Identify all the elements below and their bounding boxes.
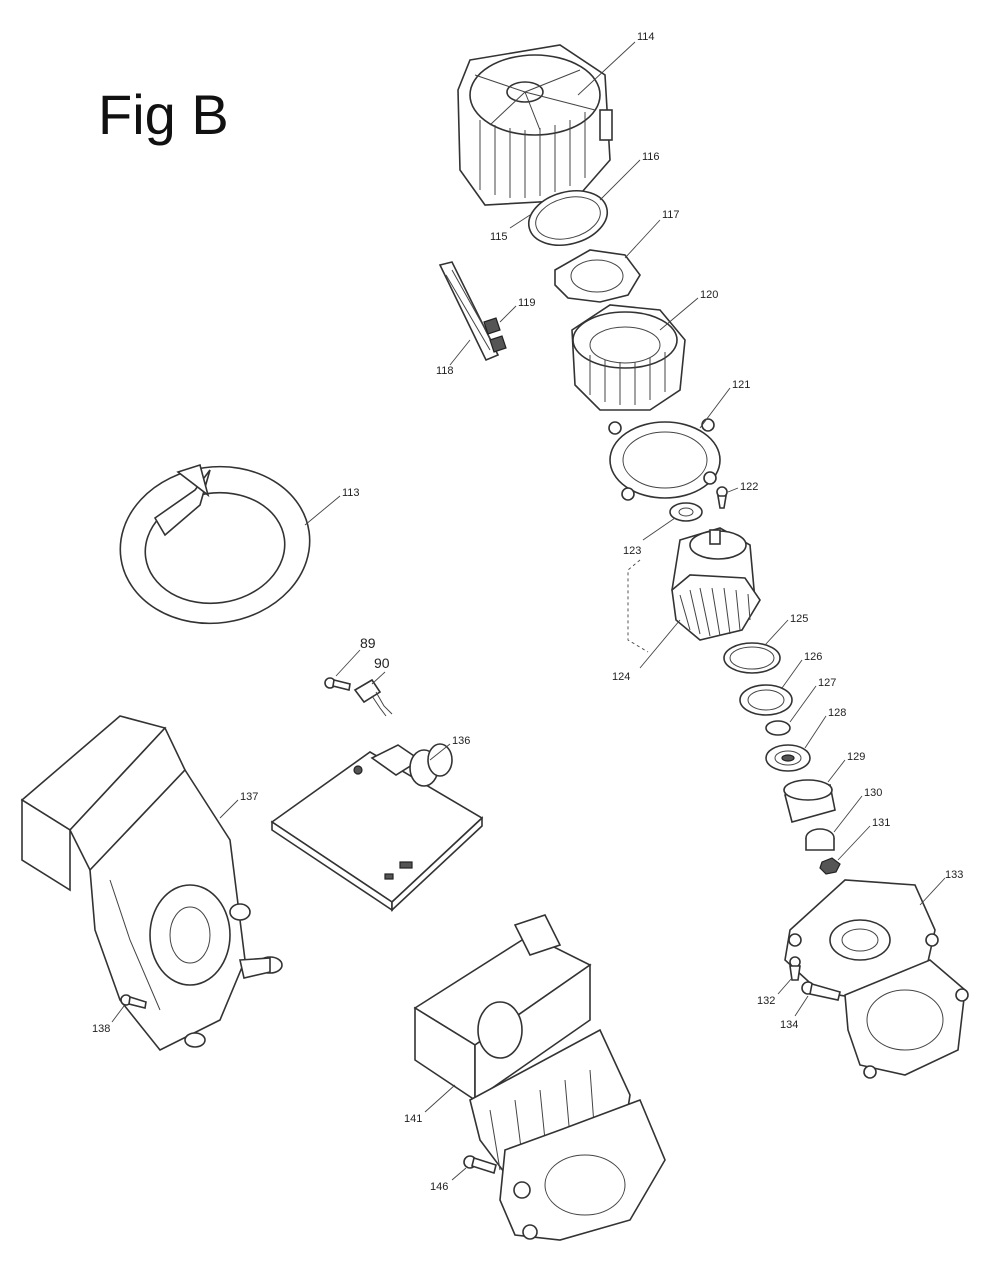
callout-90: 90 — [374, 655, 390, 671]
part-132-screw — [789, 956, 801, 981]
callout-131: 131 — [872, 817, 890, 829]
part-133-gear-housing — [784, 879, 969, 1079]
callout-122: 122 — [740, 481, 758, 493]
callout-117: 117 — [662, 209, 680, 221]
part-128-bearing — [765, 744, 811, 772]
part-119-clips — [483, 317, 507, 353]
figure-title: Fig B — [98, 83, 229, 146]
callout-116: 116 — [642, 151, 660, 163]
callout-127: 127 — [818, 677, 836, 689]
part-138-screw — [120, 994, 147, 1009]
part-117-plate — [554, 249, 641, 303]
part-124-armature — [671, 527, 761, 641]
part-90-connector — [353, 678, 393, 717]
callout-125: 125 — [790, 613, 808, 625]
callout-124: 124 — [612, 671, 630, 683]
part-131-nut — [819, 857, 841, 875]
part-126-ring — [739, 684, 793, 716]
part-114-motor-cap — [457, 44, 613, 206]
callout-121: 121 — [732, 379, 750, 391]
callout-115: 115 — [490, 231, 508, 243]
callout-133: 133 — [945, 869, 963, 881]
callout-141: 141 — [404, 1113, 422, 1125]
part-116-ring — [527, 190, 609, 246]
callout-138: 138 — [92, 1023, 110, 1035]
callout-130: 130 — [864, 787, 882, 799]
callout-118: 118 — [436, 365, 454, 377]
part-89-screw — [324, 677, 351, 691]
callout-136: 136 — [452, 735, 470, 747]
callout-89: 89 — [360, 635, 376, 651]
callout-126: 126 — [804, 651, 822, 663]
part-130-pinion — [805, 828, 835, 851]
part-146-bolt — [463, 1155, 497, 1175]
part-129-sleeve — [783, 779, 836, 823]
callout-120: 120 — [700, 289, 718, 301]
callout-129: 129 — [847, 751, 865, 763]
part-127-o-ring — [765, 720, 791, 736]
callout-134: 134 — [780, 1019, 798, 1031]
callout-146: 146 — [430, 1181, 448, 1193]
part-141-main-housing — [413, 914, 666, 1241]
part-121-ring-frame — [608, 418, 721, 501]
callout-123: 123 — [623, 545, 641, 557]
part-113-hose — [119, 463, 311, 625]
callout-113: 113 — [342, 487, 360, 499]
callout-137: 137 — [240, 791, 258, 803]
part-123-washer — [669, 502, 703, 522]
part-134-bolt — [801, 981, 841, 1001]
part-118-brush-holder — [438, 261, 500, 362]
part-136-control-board — [270, 743, 484, 912]
part-122-screw — [716, 486, 728, 509]
callout-132: 132 — [757, 995, 775, 1007]
part-120-stator — [571, 304, 686, 411]
part-137-left-housing — [20, 715, 283, 1052]
callout-114: 114 — [637, 31, 655, 43]
callout-128: 128 — [828, 707, 846, 719]
callout-119: 119 — [518, 297, 536, 309]
part-125-snap-ring — [723, 642, 781, 674]
